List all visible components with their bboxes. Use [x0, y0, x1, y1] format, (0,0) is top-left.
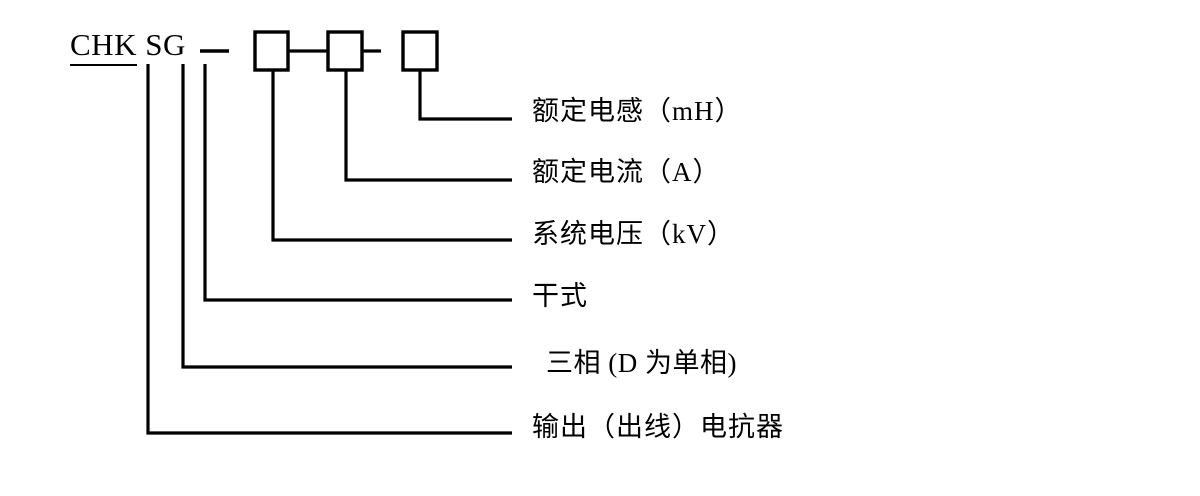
- leader-line-rated-inductance: [418, 70, 512, 121]
- model-code: CHK SG: [70, 27, 186, 66]
- box-system-voltage: [253, 30, 290, 72]
- label-system-voltage: 系统电压（kV）: [532, 219, 735, 249]
- label-three-phase: 三相 (D 为单相): [546, 348, 737, 378]
- leader-line-output-reactor: [146, 64, 512, 435]
- label-rated-current: 额定电流（A）: [532, 157, 721, 187]
- model-code-rest: SG: [136, 27, 186, 62]
- label-output-reactor: 输出（出线）电抗器: [532, 412, 784, 442]
- leader-line-three-phase: [181, 64, 512, 369]
- label-dry-type: 干式: [532, 281, 588, 311]
- leader-line-system-voltage: [271, 70, 512, 242]
- label-rated-inductance: 额定电感（mH）: [532, 96, 743, 126]
- leader-line-dry-type: [203, 64, 512, 302]
- box-rated-inductance: [401, 30, 439, 72]
- model-code-underlined: CHK: [70, 27, 137, 66]
- box-rated-current: [326, 30, 364, 72]
- leader-line-rated-current: [344, 70, 512, 182]
